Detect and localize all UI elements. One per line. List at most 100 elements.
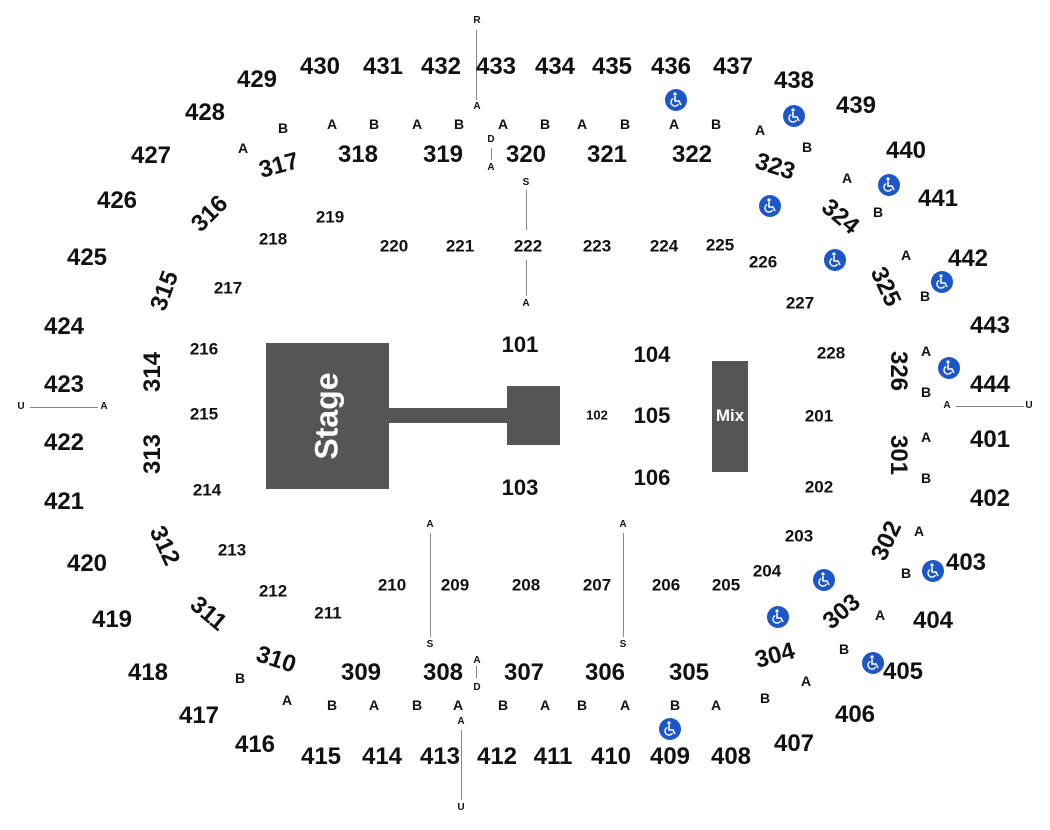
section-404[interactable]: 404 [912, 607, 954, 634]
section-225[interactable]: 225 [705, 235, 735, 255]
section-311[interactable]: 311 [184, 590, 232, 637]
section-416[interactable]: 416 [234, 731, 276, 758]
section-224[interactable]: 224 [649, 236, 679, 256]
section-319[interactable]: 319 [422, 141, 464, 168]
section-411[interactable]: 411 [533, 743, 573, 770]
section-431[interactable]: 431 [362, 53, 404, 80]
section-213[interactable]: 213 [217, 540, 247, 560]
section-202[interactable]: 202 [804, 477, 834, 497]
section-205[interactable]: 205 [711, 575, 741, 595]
section-422[interactable]: 422 [43, 429, 85, 456]
section-443[interactable]: 443 [969, 312, 1011, 339]
section-218[interactable]: 218 [258, 229, 288, 249]
section-429[interactable]: 429 [236, 66, 278, 93]
section-211[interactable]: 211 [314, 603, 342, 623]
section-228[interactable]: 228 [816, 343, 846, 363]
section-209[interactable]: 209 [440, 575, 470, 595]
section-308[interactable]: 308 [422, 659, 464, 686]
stage[interactable] [266, 343, 389, 489]
section-433[interactable]: 433 [475, 53, 517, 80]
section-212[interactable]: 212 [258, 581, 288, 601]
section-320[interactable]: 320 [505, 141, 547, 168]
section-201[interactable]: 201 [804, 406, 834, 426]
section-406[interactable]: 406 [834, 701, 876, 728]
section-305[interactable]: 305 [668, 659, 710, 686]
section-206[interactable]: 206 [651, 575, 681, 595]
section-105[interactable]: 105 [633, 403, 671, 428]
section-301[interactable]: 301 [885, 434, 912, 476]
section-306[interactable]: 306 [584, 659, 626, 686]
section-428[interactable]: 428 [184, 99, 226, 126]
section-106[interactable]: 106 [633, 465, 671, 490]
section-227[interactable]: 227 [785, 293, 815, 313]
section-303[interactable]: 303 [817, 588, 866, 635]
section-325[interactable]: 325 [864, 262, 907, 311]
section-439[interactable]: 439 [835, 92, 877, 119]
section-326[interactable]: 326 [885, 350, 912, 392]
section-223[interactable]: 223 [582, 236, 612, 256]
section-442[interactable]: 442 [947, 245, 989, 272]
section-435[interactable]: 435 [591, 53, 633, 80]
section-441[interactable]: 441 [917, 185, 959, 212]
section-219[interactable]: 219 [315, 207, 345, 227]
section-421[interactable]: 421 [43, 488, 85, 515]
section-405[interactable]: 405 [882, 658, 924, 685]
section-210[interactable]: 210 [377, 575, 407, 595]
section-434[interactable]: 434 [534, 53, 576, 80]
section-309[interactable]: 309 [340, 659, 382, 686]
section-423[interactable]: 423 [43, 371, 85, 398]
section-420[interactable]: 420 [66, 550, 108, 577]
section-216[interactable]: 216 [189, 339, 219, 359]
section-426[interactable]: 426 [96, 187, 138, 214]
section-220[interactable]: 220 [379, 236, 409, 256]
section-430[interactable]: 430 [299, 53, 341, 80]
section-440[interactable]: 440 [885, 137, 927, 164]
section-310[interactable]: 310 [252, 640, 300, 679]
section-101[interactable]: 101 [501, 332, 539, 357]
section-318[interactable]: 318 [337, 141, 379, 168]
section-214[interactable]: 214 [192, 480, 222, 500]
section-414[interactable]: 414 [361, 743, 403, 770]
section-438[interactable]: 438 [773, 67, 815, 94]
section-217[interactable]: 217 [213, 278, 243, 298]
section-221[interactable]: 221 [445, 236, 475, 256]
section-226[interactable]: 226 [748, 252, 778, 272]
section-324[interactable]: 324 [816, 193, 865, 240]
section-208[interactable]: 208 [511, 575, 541, 595]
section-427[interactable]: 427 [130, 142, 172, 169]
section-418[interactable]: 418 [127, 659, 169, 686]
section-419[interactable]: 419 [91, 606, 133, 633]
section-415[interactable]: 415 [300, 743, 342, 770]
section-407[interactable]: 407 [773, 730, 815, 757]
section-317[interactable]: 317 [256, 147, 302, 184]
section-410[interactable]: 410 [590, 743, 632, 770]
section-403[interactable]: 403 [945, 549, 987, 576]
section-316[interactable]: 316 [185, 189, 234, 238]
section-321[interactable]: 321 [586, 141, 628, 168]
section-425[interactable]: 425 [66, 244, 108, 271]
section-432[interactable]: 432 [420, 53, 462, 80]
section-203[interactable]: 203 [784, 526, 814, 546]
section-222[interactable]: 222 [513, 236, 543, 256]
section-437[interactable]: 437 [712, 53, 754, 80]
section-313[interactable]: 313 [139, 433, 166, 475]
section-207[interactable]: 207 [582, 575, 612, 595]
section-402[interactable]: 402 [969, 485, 1011, 512]
section-323[interactable]: 323 [751, 147, 799, 186]
section-436[interactable]: 436 [650, 53, 692, 80]
section-417[interactable]: 417 [178, 702, 220, 729]
section-307[interactable]: 307 [503, 659, 545, 686]
section-322[interactable]: 322 [671, 141, 713, 168]
section-444[interactable]: 444 [969, 371, 1011, 398]
section-412[interactable]: 412 [476, 743, 518, 770]
section-312[interactable]: 312 [143, 521, 186, 570]
section-413[interactable]: 413 [419, 743, 461, 770]
section-102[interactable]: 102 [586, 407, 608, 423]
section-103[interactable]: 103 [501, 475, 539, 500]
section-204[interactable]: 204 [752, 561, 782, 581]
section-215[interactable]: 215 [189, 404, 219, 424]
section-302[interactable]: 302 [865, 516, 908, 565]
section-408[interactable]: 408 [710, 743, 752, 770]
section-409[interactable]: 409 [649, 743, 691, 770]
section-314[interactable]: 314 [139, 351, 166, 393]
